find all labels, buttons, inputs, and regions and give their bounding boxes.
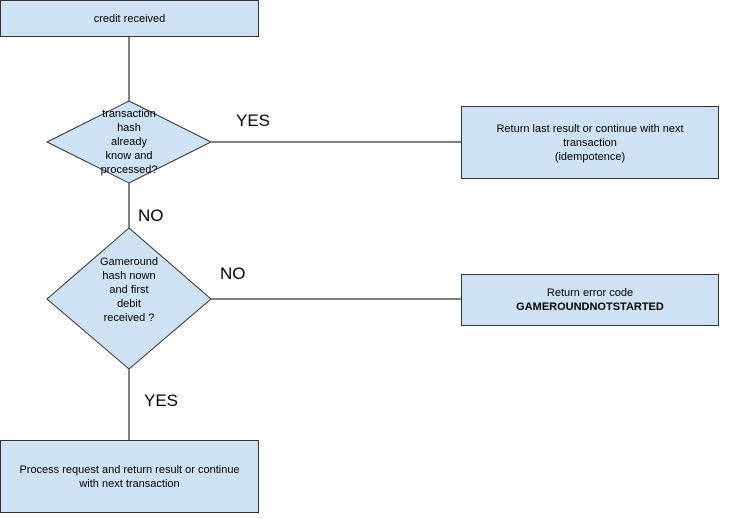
idempotence-result-label: Return last result or continue with next… — [496, 122, 684, 163]
gameround-decision-label: Gameround hash nown and first debit rece… — [99, 256, 159, 324]
transaction-decision-label: transaction hash already know and proces… — [100, 108, 158, 176]
transaction-yes-label: YES — [236, 111, 271, 130]
transaction-decision-label-wrap: transaction hash already know and proces… — [79, 104, 179, 180]
start-node-label: credit received — [93, 12, 166, 25]
gameround-decision-diamond — [46, 227, 212, 370]
transaction-no-label: NO — [138, 206, 164, 225]
transaction-decision-diamond — [45, 100, 213, 184]
gameround-yes-label: YES — [144, 391, 179, 410]
error-result-label: Return error code — [546, 287, 634, 299]
start-node: credit received — [0, 0, 259, 37]
error-result-node: Return error code GAMEROUNDNOTSTARTED — [461, 274, 719, 326]
gameround-decision-label-wrap: Gameround hash nown and first debit rece… — [79, 252, 179, 328]
process-request-label: Process request and return result or con… — [19, 463, 240, 490]
error-result-code: GAMEROUNDNOTSTARTED — [516, 301, 664, 313]
gameround-no-label: NO — [220, 264, 246, 283]
process-request-node: Process request and return result or con… — [0, 440, 259, 513]
idempotence-result-node: Return last result or continue with next… — [461, 106, 719, 179]
